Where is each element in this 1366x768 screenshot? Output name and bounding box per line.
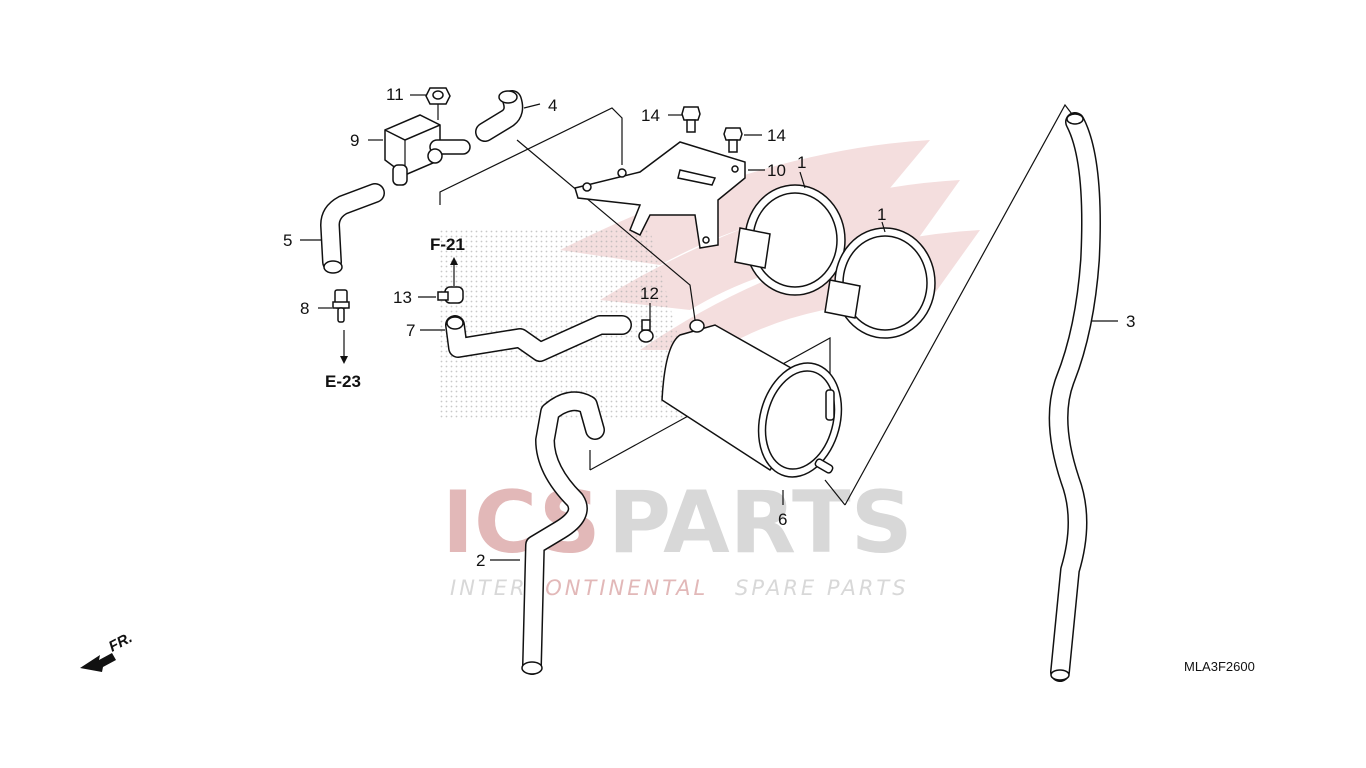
front-label: FR. (106, 629, 135, 655)
clip-part-12 (638, 303, 654, 343)
bolt-part-14-right (723, 127, 762, 153)
nut-part-11 (425, 87, 451, 120)
bracket-part-10 (574, 141, 746, 249)
callout-5: 5 (283, 231, 292, 250)
callout-7: 7 (406, 321, 415, 340)
canister-part-6 (661, 319, 843, 505)
callout-6: 6 (778, 510, 787, 529)
callout-10: 10 (767, 161, 786, 180)
solenoid-valve-part-9 (384, 114, 471, 186)
front-direction-indicator: FR. (80, 629, 135, 672)
callout-14-left: 14 (641, 106, 660, 125)
hose-part-7 (420, 315, 632, 362)
callout-9: 9 (350, 131, 359, 150)
callout-13: 13 (393, 288, 412, 307)
clip-part-13 (418, 257, 464, 304)
callout-14-right: 14 (767, 126, 786, 145)
callout-11: 11 (386, 85, 404, 104)
reference-f21: F-21 (430, 235, 465, 254)
callout-3: 3 (1126, 312, 1135, 331)
watermark-tagline-2: CONTINENTAL (528, 576, 709, 600)
svg-text:INTERCONTINENTAL: INTERCONTINENTAL (450, 576, 708, 600)
callout-2: 2 (476, 551, 485, 570)
elbow-hose-part-4 (475, 90, 541, 142)
hose-part-3 (1048, 112, 1118, 682)
watermark-brand-right: PARTS (608, 473, 913, 573)
diagram-code: MLA3F2600 (1184, 659, 1255, 674)
callout-12: 12 (640, 284, 659, 303)
bolt-part-14-left (668, 106, 701, 133)
callout-labels: 1 1 2 3 4 5 6 7 8 9 10 11 12 13 14 14 (283, 85, 1135, 570)
callout-1-upper: 1 (797, 153, 806, 172)
band-part-1-upper (734, 171, 846, 296)
watermark-tagline-1: INTER (450, 576, 528, 600)
callout-8: 8 (300, 299, 309, 318)
callout-4: 4 (548, 96, 557, 115)
hose-part-2 (490, 391, 605, 675)
hose-part-5 (300, 183, 385, 274)
ics-parts-watermark: ICS PARTS INTERCONTINENTAL SPARE PARTS (442, 473, 913, 600)
callout-1-lower: 1 (877, 205, 886, 224)
watermark-tagline-3: SPARE PARTS (735, 576, 909, 600)
leader-lines (368, 94, 426, 141)
reference-e23: E-23 (325, 372, 361, 391)
band-part-1-lower (824, 221, 936, 339)
front-arrow-icon (80, 653, 116, 672)
fitting-part-8 (318, 289, 350, 364)
